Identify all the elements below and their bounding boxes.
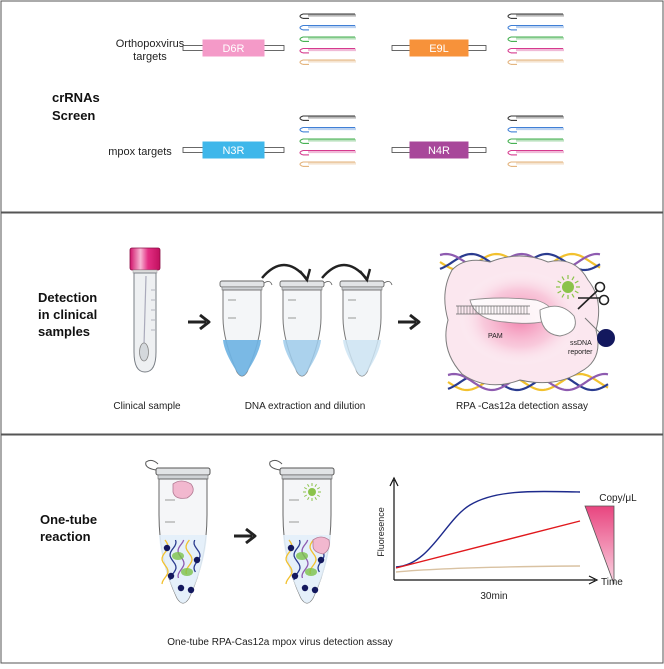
- assay-label: RPA -Cas12a detection assay: [456, 401, 588, 412]
- crrna-icon: [299, 47, 356, 54]
- panel2-frame: [0, 212, 664, 435]
- gene-label-e9l: E9L: [429, 43, 449, 55]
- crrna-icon: [299, 36, 356, 42]
- crrna-icon: [299, 13, 356, 19]
- fluorescence-plot: Fluoresence Time 30min Copy/μL: [376, 476, 637, 602]
- quencher-dot: [597, 329, 615, 347]
- crrna-icon: [507, 36, 564, 42]
- panel2-heading-3: samples: [38, 324, 90, 339]
- gene-label-n3r: N3R: [222, 145, 244, 157]
- swab-tube-icon: [129, 247, 161, 373]
- clinical-sample-label: Clinical sample: [113, 401, 181, 412]
- gene-d6r: D6R: [182, 39, 285, 57]
- time-label: 30min: [480, 591, 507, 602]
- panel1-frame: [0, 0, 664, 213]
- reporter-label-1: ssDNA: [570, 340, 592, 347]
- one-tube-before: [145, 459, 211, 604]
- crrna-set-d6r: [299, 13, 356, 65]
- reporter-label-2: reporter: [568, 349, 593, 356]
- panel2-heading-1: Detection: [38, 290, 97, 305]
- arrow-icon-3: [234, 527, 257, 545]
- crrna-icon: [299, 24, 356, 31]
- orthopox-label-2: targets: [133, 51, 167, 63]
- fluorophore-burst-icon: [303, 483, 321, 501]
- cas12a-enzyme-icon: [172, 480, 194, 499]
- crrna-icon: [299, 149, 356, 156]
- one-tube-after: [269, 459, 335, 604]
- extraction-tubes: [219, 280, 393, 377]
- extraction-label: DNA extraction and dilution: [245, 401, 366, 412]
- mpox-label: mpox targets: [108, 146, 172, 158]
- crrna-icon: [507, 24, 564, 31]
- panel1-heading-2: Screen: [52, 108, 95, 123]
- arrow-icon-1: [188, 313, 211, 331]
- panel2-heading-2: in clinical: [38, 307, 97, 322]
- fluorophore-burst-icon: [556, 275, 580, 299]
- eppendorf-tube-icon: [279, 280, 333, 377]
- crrna-set-e9l: [507, 13, 564, 65]
- crrna-icon: [507, 138, 564, 144]
- curve-low: [395, 565, 581, 573]
- gene-e9l: E9L: [391, 39, 487, 57]
- panel3-heading-2: reaction: [40, 529, 91, 544]
- y-axis-label: Fluoresence: [376, 507, 386, 557]
- crrna-icon: [299, 138, 356, 144]
- crrna-set-n3r: [299, 115, 356, 167]
- crrna-set-n4r: [507, 115, 564, 167]
- cas12a-enzyme-icon: [312, 536, 330, 555]
- crrna-icon: [299, 161, 356, 167]
- panel3-heading-1: One-tube: [40, 512, 97, 527]
- x-axis-label: Time: [601, 577, 623, 588]
- crrna-icon: [507, 115, 564, 121]
- gene-n4r: N4R: [391, 141, 487, 159]
- curve-mid: [395, 520, 581, 569]
- crrna-icon: [299, 126, 356, 133]
- scissors-icon: [577, 281, 610, 310]
- crrna-icon: [507, 126, 564, 133]
- eppendorf-tube-icon: [339, 280, 393, 377]
- concentration-wedge-icon: [584, 505, 615, 585]
- curve-high: [395, 490, 581, 568]
- crrna-icon: [507, 149, 564, 156]
- crrna-icon: [507, 161, 564, 167]
- gene-label-d6r: D6R: [222, 43, 244, 55]
- panel1-heading-1: crRNAs: [52, 90, 100, 105]
- crrna-icon: [507, 13, 564, 19]
- arrow-icon-2: [398, 313, 421, 331]
- panel3-frame: [0, 434, 664, 664]
- crrna-icon: [507, 59, 564, 65]
- copy-label: Copy/μL: [599, 493, 637, 504]
- crrna-icon: [507, 47, 564, 54]
- gene-label-n4r: N4R: [428, 145, 450, 157]
- crrna-icon: [299, 115, 356, 121]
- gene-n3r: N3R: [182, 141, 285, 159]
- eppendorf-tube-icon: [219, 280, 273, 377]
- orthopox-label-1: Orthopoxvirus: [116, 38, 185, 50]
- panel3-caption: One-tube RPA-Cas12a mpox virus detection…: [167, 637, 392, 648]
- pam-label: PAM: [488, 333, 503, 340]
- crrna-icon: [299, 59, 356, 65]
- cas12a-complex-illustration: PAM ssDNA reporter: [439, 252, 615, 392]
